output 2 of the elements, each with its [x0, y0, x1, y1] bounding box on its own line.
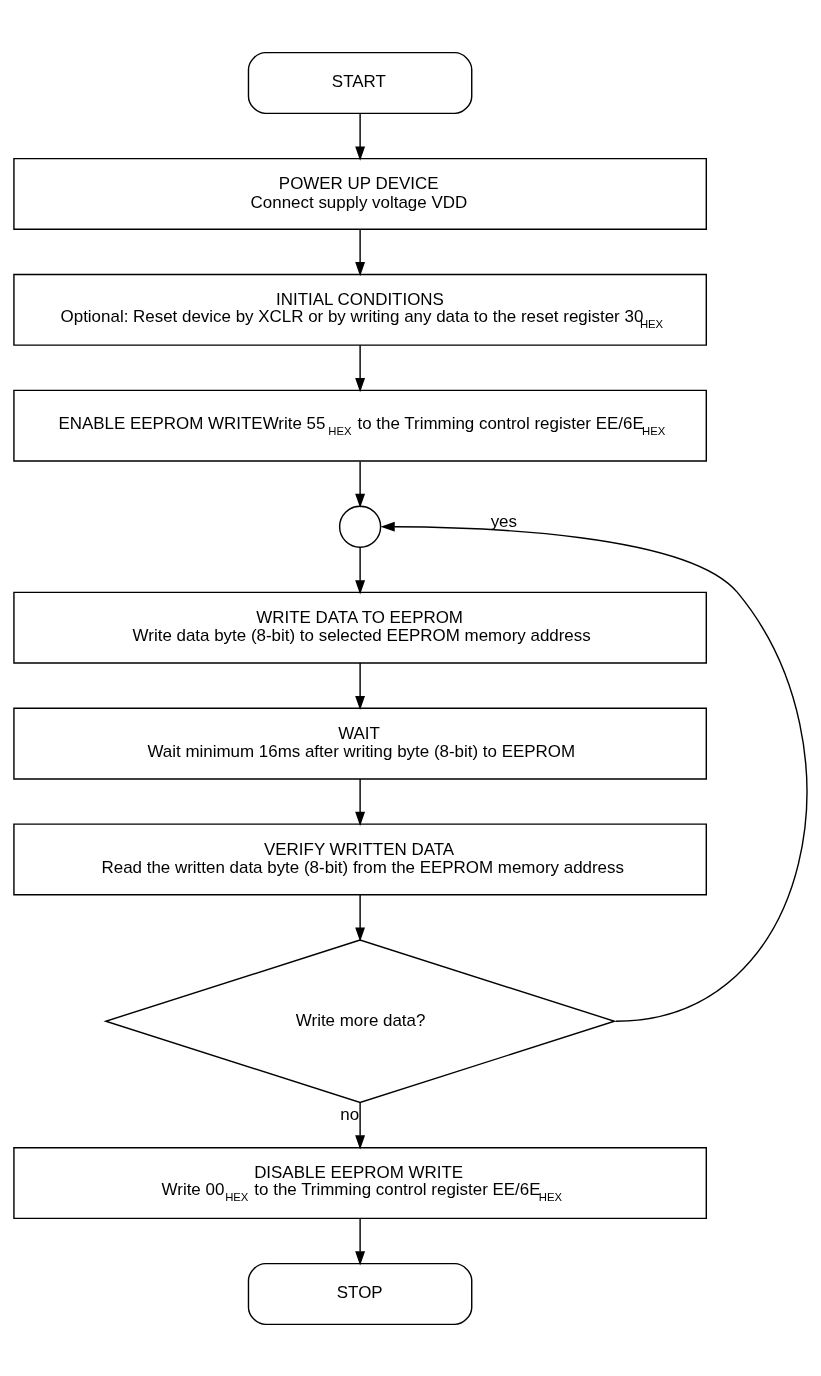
edge-label: no — [340, 1104, 360, 1124]
edge-label: yes — [490, 511, 517, 531]
